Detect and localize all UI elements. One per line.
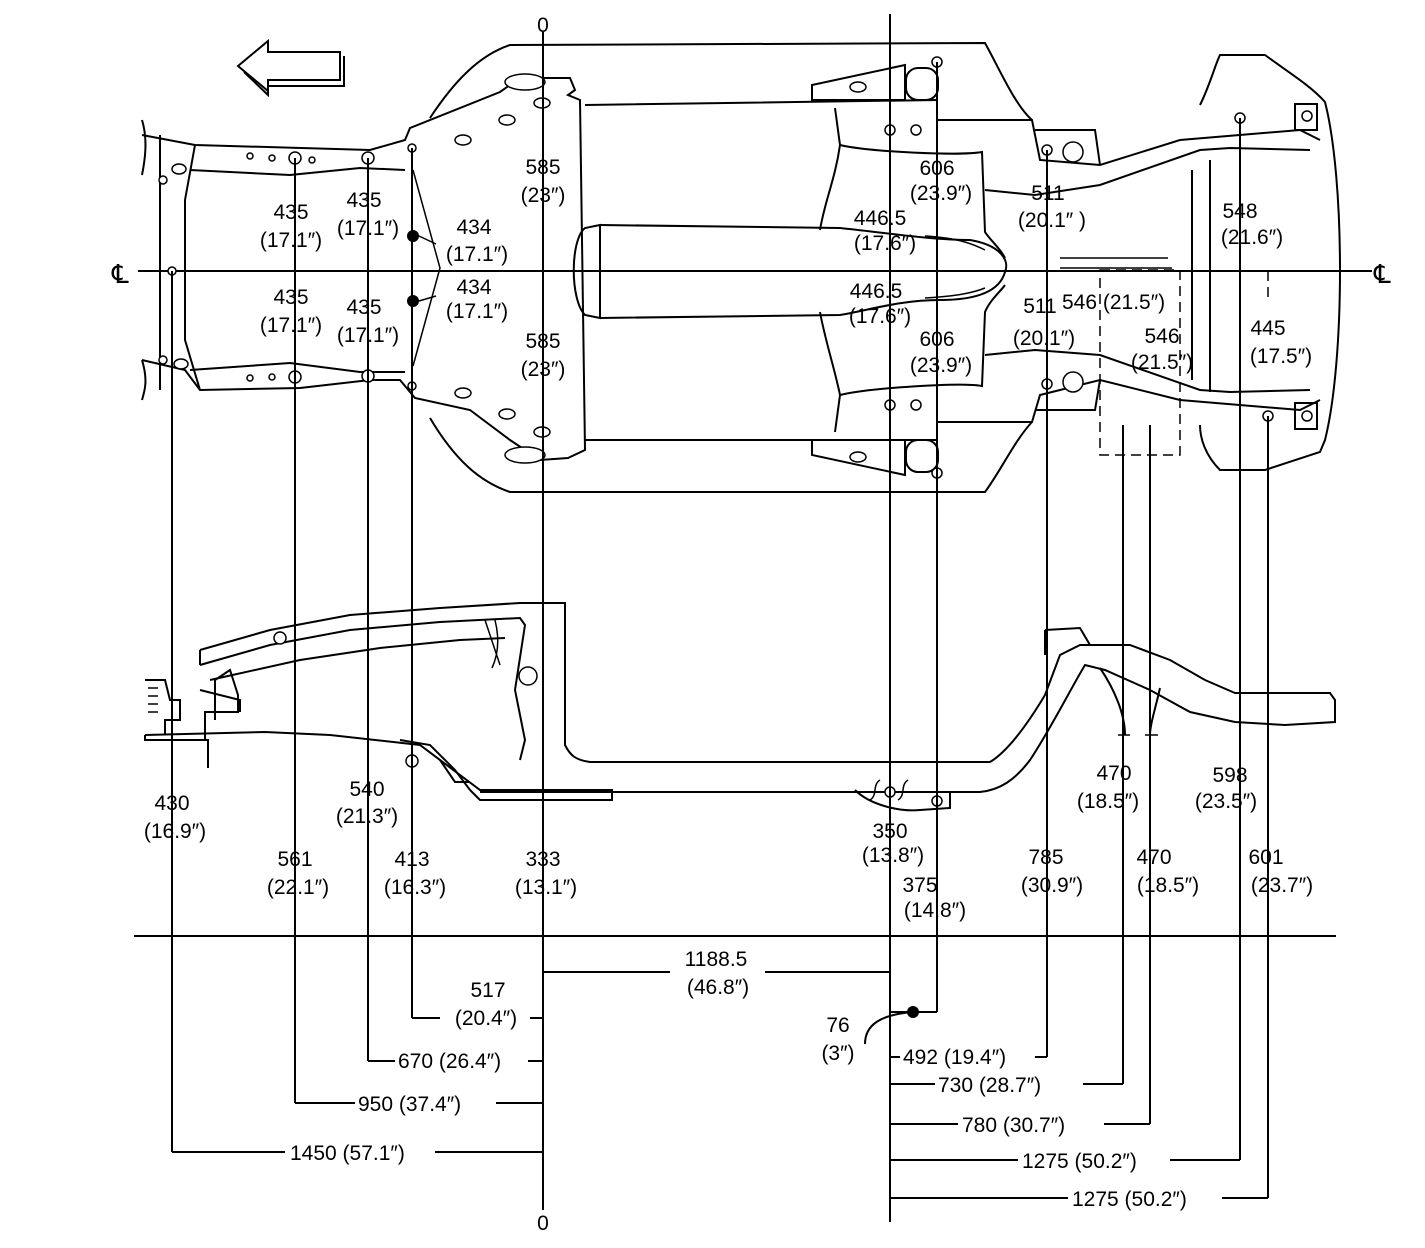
dim-435-d-value: 435 bbox=[346, 296, 381, 319]
dimension-labels: 0 0 585 (23″) 585 (23″) 435 (17.1″) 435 … bbox=[144, 14, 1313, 1235]
dim-546-b-value: 546 bbox=[1144, 325, 1179, 348]
dim-446-upper-inch: (17.6″) bbox=[854, 232, 916, 255]
dim-548-value: 548 bbox=[1222, 200, 1257, 223]
dim-606-lower-inch: (23.9″) bbox=[910, 354, 972, 377]
height-470-a-inch: (18.5″) bbox=[1077, 790, 1139, 813]
centerline-symbol-left: ℄ bbox=[111, 259, 129, 289]
height-430-inch: (16.9″) bbox=[144, 820, 206, 843]
reference-holes-top bbox=[158, 56, 1313, 479]
height-350-inch: (13.8″) bbox=[862, 844, 924, 867]
height-333-inch: (13.1″) bbox=[515, 876, 577, 899]
zero-label-bottom: 0 bbox=[537, 1212, 549, 1235]
dim-434-lower-inch: (17.1″) bbox=[446, 300, 508, 323]
dim-585-upper-inch: (23″) bbox=[521, 184, 566, 207]
height-413-inch: (16.3″) bbox=[384, 876, 446, 899]
dim-445-inch: (17.5″) bbox=[1250, 345, 1312, 368]
length-730: 730 (28.7″) bbox=[938, 1074, 1041, 1097]
dimension-lines bbox=[134, 14, 1336, 1222]
underbody-top-view: ℄ ℄ bbox=[111, 41, 1391, 493]
length-517-inch: (20.4″) bbox=[455, 1007, 517, 1030]
length-1188-value: 1188.5 bbox=[685, 948, 748, 971]
length-492: 492 (19.4″) bbox=[903, 1046, 1006, 1069]
length-950: 950 (37.4″) bbox=[358, 1093, 461, 1116]
height-561-inch: (22.1″) bbox=[267, 876, 329, 899]
height-785-inch: (30.9″) bbox=[1021, 874, 1083, 897]
dim-511-lower-value: 511 bbox=[1023, 295, 1056, 318]
dim-435-c-inch: (17.1″) bbox=[260, 314, 322, 337]
dim-511-upper-inch: (20.1″ ) bbox=[1018, 209, 1086, 232]
front-direction-arrow bbox=[236, 38, 345, 98]
length-76-value: 76 bbox=[826, 1014, 849, 1037]
height-540-value: 540 bbox=[349, 778, 384, 801]
dim-446-lower-value: 446.5 bbox=[850, 280, 903, 303]
zero-label-top: 0 bbox=[537, 14, 549, 37]
dim-585-lower-value: 585 bbox=[525, 330, 560, 353]
centerline-symbol-right: ℄ bbox=[1373, 259, 1391, 289]
dim-546-a-label: 546 (21.5″) bbox=[1062, 291, 1165, 314]
height-333-value: 333 bbox=[525, 848, 560, 871]
height-430-value: 430 bbox=[154, 792, 189, 815]
length-670: 670 (26.4″) bbox=[398, 1050, 501, 1073]
height-540-inch: (21.3″) bbox=[336, 805, 398, 828]
length-1275-b: 1275 (50.2″) bbox=[1072, 1188, 1187, 1211]
height-601-inch: (23.7″) bbox=[1251, 874, 1313, 897]
dim-435-d-inch: (17.1″) bbox=[337, 324, 399, 347]
dim-435-b-value: 435 bbox=[346, 189, 381, 212]
dim-585-upper-value: 585 bbox=[525, 156, 560, 179]
floor-pan-outline bbox=[429, 41, 1033, 493]
dim-435-b-inch: (17.1″) bbox=[337, 217, 399, 240]
dim-434-upper-inch: (17.1″) bbox=[446, 243, 508, 266]
length-1275-a: 1275 (50.2″) bbox=[1022, 1150, 1137, 1173]
dim-446-upper-value: 446.5 bbox=[854, 207, 907, 230]
height-375-value: 375 bbox=[902, 874, 937, 897]
height-601-value: 601 bbox=[1248, 846, 1283, 869]
dim-446-lower-inch: (17.6″) bbox=[849, 305, 911, 328]
height-350-value: 350 bbox=[872, 820, 907, 843]
underbody-side-view bbox=[144, 602, 1336, 812]
height-413-value: 413 bbox=[394, 848, 429, 871]
dim-435-a-inch: (17.1″) bbox=[260, 229, 322, 252]
height-470-a-value: 470 bbox=[1096, 762, 1131, 785]
dim-445-value: 445 bbox=[1250, 317, 1285, 340]
height-785-value: 785 bbox=[1028, 846, 1063, 869]
length-1450: 1450 (57.1″) bbox=[290, 1142, 405, 1165]
height-375-inch: (14.8″) bbox=[904, 899, 966, 922]
height-598-inch: (23.5″) bbox=[1195, 790, 1257, 813]
height-598-value: 598 bbox=[1212, 764, 1247, 787]
dim-606-upper-inch: (23.9″) bbox=[910, 182, 972, 205]
dim-585-lower-inch: (23″) bbox=[521, 358, 566, 381]
dim-511-lower-inch: (20.1″) bbox=[1013, 327, 1075, 350]
length-76-inch: (3″) bbox=[821, 1042, 854, 1065]
length-1188-inch: (46.8″) bbox=[687, 976, 749, 999]
dim-511-upper-value: 511 bbox=[1031, 182, 1064, 205]
dim-606-lower-value: 606 bbox=[919, 328, 954, 351]
dim-434-lower-value: 434 bbox=[456, 276, 491, 299]
dim-606-upper-value: 606 bbox=[919, 157, 954, 180]
dim-434-upper-value: 434 bbox=[456, 216, 491, 239]
front-rail-upper bbox=[141, 77, 587, 462]
height-561-value: 561 bbox=[277, 848, 312, 871]
height-470-b-value: 470 bbox=[1136, 846, 1171, 869]
dim-546-b-inch: (21.5″) bbox=[1131, 351, 1193, 374]
dim-435-a-value: 435 bbox=[273, 201, 308, 224]
dim-548-inch: (21.6″) bbox=[1221, 226, 1283, 249]
length-517-value: 517 bbox=[470, 979, 505, 1002]
dim-435-c-value: 435 bbox=[273, 286, 308, 309]
height-470-b-inch: (18.5″) bbox=[1137, 874, 1199, 897]
length-780: 780 (30.7″) bbox=[962, 1114, 1065, 1137]
